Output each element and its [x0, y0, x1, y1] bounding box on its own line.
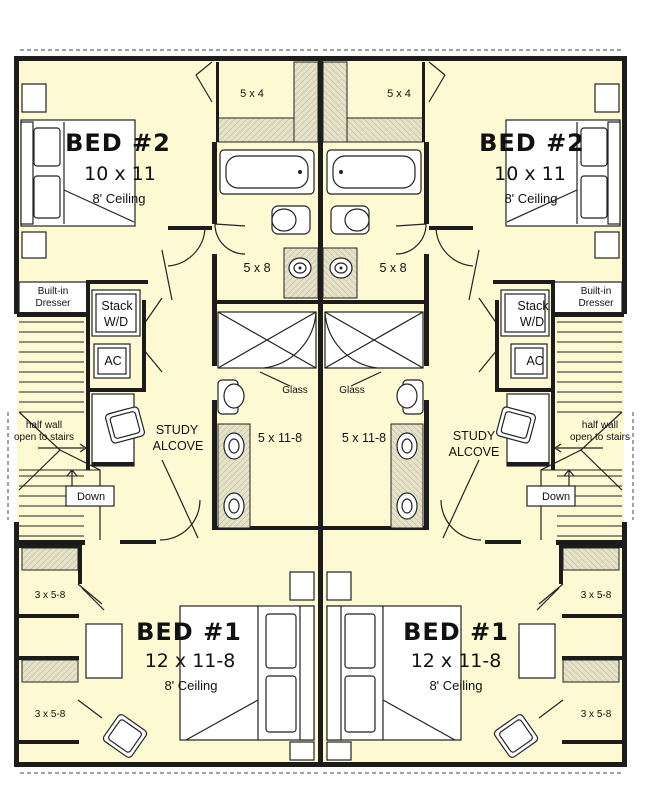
right-halfwall-1: half wall	[582, 420, 618, 431]
left-unit-labels: BED #2 10 x 11 8' Ceiling 5 x 4 5 x 8 5 …	[14, 88, 308, 720]
left-closet-top: 5 x 4	[240, 88, 264, 100]
right-bed2-ceiling: 8' Ceiling	[504, 191, 557, 206]
left-bath-upper: 5 x 8	[243, 261, 270, 275]
right-study-2: ALCOVE	[449, 445, 500, 459]
left-bed1-dim: 12 x 11-8	[145, 650, 236, 672]
left-bed2-ceiling: 8' Ceiling	[92, 191, 145, 206]
right-bed2-dim: 10 x 11	[494, 163, 566, 185]
left-glass: Glass	[282, 385, 308, 396]
right-closet-top: 5 x 4	[387, 88, 411, 100]
left-bed2-title: BED #2	[65, 129, 171, 157]
right-stack-2: W/D	[520, 315, 544, 329]
right-closet-a: 3 x 5-8	[581, 590, 612, 601]
left-stack-1: Stack	[101, 299, 133, 313]
right-bath-lower: 5 x 11-8	[342, 431, 386, 445]
left-study-2: ALCOVE	[153, 439, 204, 453]
right-closet-b: 3 x 5-8	[581, 709, 612, 720]
left-down: Down	[77, 491, 105, 503]
right-bed1-dim: 12 x 11-8	[411, 650, 502, 672]
left-bed1-ceiling: 8' Ceiling	[164, 678, 217, 693]
right-glass: Glass	[339, 385, 365, 396]
right-study-1: STUDY	[453, 429, 496, 443]
right-halfwall-2: open to stairs	[570, 432, 630, 443]
right-bath-upper: 5 x 8	[379, 261, 406, 275]
right-builtin-2: Dresser	[578, 298, 614, 309]
left-closet-b: 3 x 5-8	[35, 709, 66, 720]
left-halfwall-2: open to stairs	[14, 432, 74, 443]
right-stack-1: Stack	[517, 299, 549, 313]
right-bed2-title: BED #2	[479, 129, 585, 157]
left-stack-2: W/D	[104, 315, 128, 329]
left-bath-lower: 5 x 11-8	[258, 431, 302, 445]
left-builtin-2: Dresser	[35, 298, 71, 309]
left-closet-a: 3 x 5-8	[35, 590, 66, 601]
right-bed1-title: BED #1	[403, 618, 509, 646]
left-bed1-title: BED #1	[136, 618, 242, 646]
right-bed1-ceiling: 8' Ceiling	[429, 678, 482, 693]
right-builtin-1: Built-in	[581, 286, 612, 297]
right-down: Down	[542, 491, 570, 503]
right-ac: AC	[526, 354, 543, 368]
right-unit-labels: BED #2 10 x 11 8' Ceiling 5 x 4 5 x 8 5 …	[339, 88, 630, 720]
left-halfwall-1: half wall	[26, 420, 62, 431]
left-ac: AC	[104, 354, 121, 368]
left-study-1: STUDY	[156, 423, 199, 437]
left-bed2-dim: 10 x 11	[84, 163, 156, 185]
left-builtin-1: Built-in	[38, 286, 69, 297]
